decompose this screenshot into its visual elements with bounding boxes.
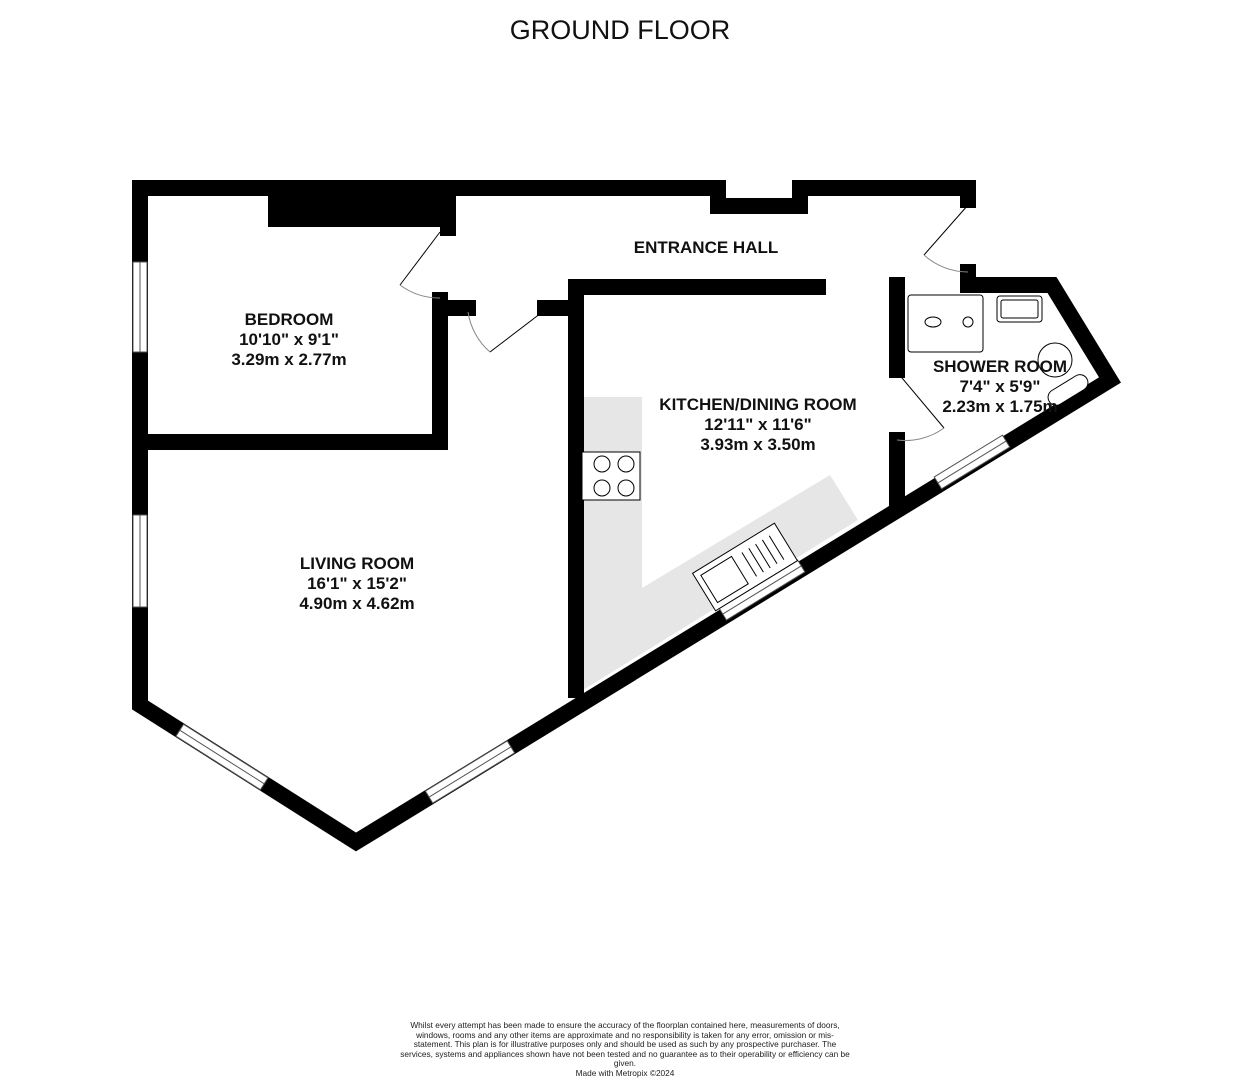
room-size-imperial: 12'11" x 11'6" — [704, 415, 812, 434]
basin-icon — [996, 295, 1043, 323]
room-size-metric: 3.29m x 2.77m — [231, 350, 347, 369]
room-kitchen-dining: KITCHEN/DINING ROOM 12'11" x 11'6" 3.93m… — [659, 395, 856, 455]
disclaimer: Whilst every attempt has been made to en… — [400, 1020, 850, 1069]
room-name: LIVING ROOM — [299, 554, 415, 573]
room-size-metric: 3.93m x 3.50m — [700, 435, 816, 454]
floor-title: GROUND FLOOR — [509, 15, 731, 45]
disclaimer-block: Whilst every attempt has been made to en… — [400, 1020, 850, 1079]
windows — [132, 261, 1011, 804]
room-size-imperial: 16'1" x 15'2" — [307, 574, 407, 593]
room-name: SHOWER ROOM — [932, 357, 1068, 376]
room-bedroom: BEDROOM 10'10" x 9'1" 3.29m x 2.77m — [231, 310, 346, 370]
room-size-imperial: 10'10" x 9'1" — [239, 330, 339, 349]
room-size-imperial: 7'4" x 5'9" — [959, 377, 1041, 396]
room-size-metric: 2.23m x 1.75m — [942, 397, 1058, 416]
toilet-icon — [1037, 342, 1089, 406]
room-size-metric: 4.90m x 4.62m — [299, 594, 415, 613]
credit: Made with Metropix ©2024 — [575, 1067, 675, 1078]
room-shower: SHOWER ROOM 7'4" x 5'9" 2.23m x 1.75m — [933, 357, 1067, 417]
kitchen-counter — [583, 397, 858, 690]
sink-icon — [691, 522, 799, 612]
shower-tray-icon — [907, 294, 984, 353]
room-name: BEDROOM — [244, 310, 334, 329]
room-living: LIVING ROOM 16'1" x 15'2" 4.90m x 4.62m — [299, 554, 414, 614]
room-entrance-hall: ENTRANCE HALL — [634, 238, 779, 258]
wardrobe — [268, 196, 446, 227]
doors — [399, 204, 969, 441]
room-name: ENTRANCE HALL — [633, 238, 779, 257]
hob-icon — [581, 451, 641, 501]
room-name: KITCHEN/DINING ROOM — [659, 395, 857, 414]
